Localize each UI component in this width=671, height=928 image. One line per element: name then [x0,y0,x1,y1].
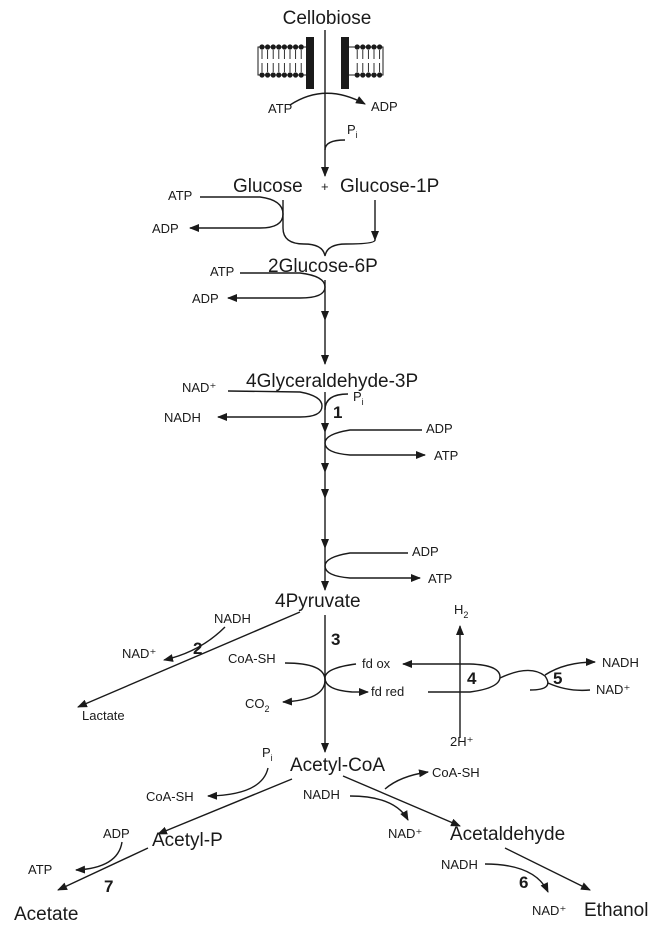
transporter-channel [314,40,341,86]
adp-transport-label: ADP [371,99,398,114]
atp-transport-label: ATP [268,101,292,116]
acetylcoa-to-acetylp-arrow [157,778,293,835]
coash-right-label: CoA-SH [432,765,480,780]
fd-nad-loop-5 [499,669,549,691]
plus-sign: + [321,179,329,194]
fd-red-label: fd red [371,684,404,699]
nadh-step5-label: NADH [602,655,639,670]
glucose-1p-label: Glucose-1P [340,176,439,197]
acetaldehyde-to-ethanol-arrow [504,847,591,891]
enzyme-step-3: 3 [331,630,340,649]
atp-g6p-label: ATP [210,264,234,279]
adp-step1-label: ADP [426,421,453,436]
nadh-ethanol-label: NADH [441,857,478,872]
enzyme-step-4: 4 [467,669,477,688]
adp-g6p-label: ADP [192,291,219,306]
2h-plus-label: 2H⁺ [450,734,473,749]
nadh-acetaldehyde-label: NADH [303,787,340,802]
cell-membrane [257,37,384,89]
nad-lactate-label: NAD⁺ [122,646,156,661]
nadh-lactate-label: NADH [214,611,251,626]
coash-join-curve [284,662,326,681]
pi-acetylcoa-label: Pi [262,745,273,763]
coash-right-release-arrow [384,769,429,790]
coash-left-label: CoA-SH [146,789,194,804]
glucose-label: Glucose [233,176,303,197]
pyruvate-label: 4Pyruvate [275,591,361,612]
adp-step2-label: ADP [412,544,439,559]
adp-to-atp-acetate-arrow [75,841,123,874]
nad-ethanol-label: NAD⁺ [532,903,566,918]
co2-label: CO2 [245,696,270,714]
nadh-g3p-label: NADH [164,410,201,425]
acetaldehyde-label: Acetaldehyde [450,824,565,845]
enzyme-step-7: 7 [104,877,113,896]
nad-step5-label: NAD⁺ [596,682,630,697]
glyceraldehyde-3p-label: 4Glyceraldehyde-3P [246,371,418,392]
g3p-nad-arrow [217,390,323,421]
ferredoxin-reoxidation-arrow-4 [402,660,501,693]
cellobiose-label: Cellobiose [283,8,372,29]
acetate-label: Acetate [14,904,78,925]
nadh-to-nad-ethanol-arrow [484,863,549,893]
pi-coash-left-arrow [207,767,269,800]
nad-acetaldehyde-label: NAD⁺ [388,826,422,841]
acetylp-to-acetate-arrow [57,847,149,891]
nad-g3p-label: NAD⁺ [182,380,216,395]
acetylcoa-to-acetaldehyde-arrow [342,775,461,827]
transporter-left-subunit [306,37,314,89]
acetyl-coa-label: Acetyl-CoA [290,755,385,776]
pyruvate-to-lactate-arrow [77,611,301,708]
ferredoxin-reduction-curve [324,663,357,693]
substrate-phosphorylation-arrow-1 [324,429,426,459]
lipid-tails [261,50,381,72]
atp-acetate-label: ATP [28,862,52,877]
transporter-right-subunit [341,37,349,89]
nadh-to-nad-acetaldehyde-arrow [349,795,409,821]
adp-acetate-label: ADP [103,826,130,841]
atp-to-adp-transport-arrow [289,92,366,106]
atp-glucose-label: ATP [168,188,192,203]
coash-pyruvate-label: CoA-SH [228,651,276,666]
co2-release-arrow [282,679,326,706]
atp-step2-label: ATP [428,571,452,586]
pi-join-curve [324,139,346,151]
enzyme-step-2: 2 [193,639,202,658]
fd-ox-label: fd ox [362,656,391,671]
h2-label: H2 [454,602,468,620]
nad-input-curve-5 [547,682,591,692]
glucose-phosphorylation-arrow [189,196,284,232]
ethanol-label: Ethanol [584,900,648,921]
pi-uptake-label: Pi [347,122,358,140]
substrate-phosphorylation-arrow-2 [324,552,421,582]
glucose-6p-label: 2Glucose-6P [268,256,378,277]
atp-step1-label: ATP [434,448,458,463]
enzyme-step-5: 5 [553,669,562,688]
nad-to-nadh-arrow-5 [544,658,596,676]
enzyme-step-6: 6 [519,873,528,892]
nadh-to-nad-lactate-arrow [163,626,226,662]
glucose-merge-brace [282,227,376,257]
lactate-label: Lactate [82,708,125,723]
pi-g3p-label: Pi [353,389,364,407]
enzyme-step-1: 1 [333,403,342,422]
adp-glucose-label: ADP [152,221,179,236]
acetyl-p-label: Acetyl-P [152,830,223,851]
